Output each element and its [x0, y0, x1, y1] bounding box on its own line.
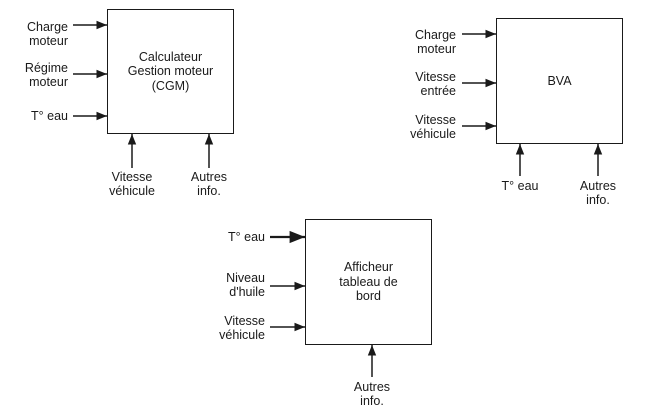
bva-bottom-t-eau: T° eau	[501, 179, 539, 193]
afficheur-title: Afficheur tableau de bord	[339, 260, 398, 304]
afficheur-box: Afficheur tableau de bord	[305, 219, 432, 345]
bva-bottom-autres-info: Autres info.	[579, 179, 617, 207]
bva-input-vitesse-vehicule: Vitesse véhicule	[410, 113, 456, 141]
cgm-bottom-autres-info: Autres info.	[190, 170, 228, 198]
bva-input-charge-moteur: Charge moteur	[415, 28, 456, 56]
afficheur-input-t-eau: T° eau	[228, 230, 265, 244]
cgm-input-charge-moteur: Charge moteur	[27, 20, 68, 48]
cgm-box: Calculateur Gestion moteur (CGM)	[107, 9, 234, 134]
afficheur-bottom-autres-info: Autres info.	[353, 380, 391, 408]
bva-title: BVA	[547, 73, 572, 88]
cgm-bottom-vitesse-vehicule: Vitesse véhicule	[109, 170, 155, 198]
cgm-input-regime-moteur: Régime moteur	[24, 61, 68, 89]
bva-input-vitesse-entree: Vitesse entrée	[415, 70, 456, 98]
afficheur-input-niveau-huile: Niveau d'huile	[226, 271, 265, 299]
cgm-input-t-eau: T° eau	[31, 109, 68, 123]
afficheur-input-vitesse-vehicule: Vitesse véhicule	[219, 314, 265, 342]
cgm-title: Calculateur Gestion moteur (CGM)	[127, 49, 214, 93]
bva-box: BVA	[496, 18, 623, 144]
